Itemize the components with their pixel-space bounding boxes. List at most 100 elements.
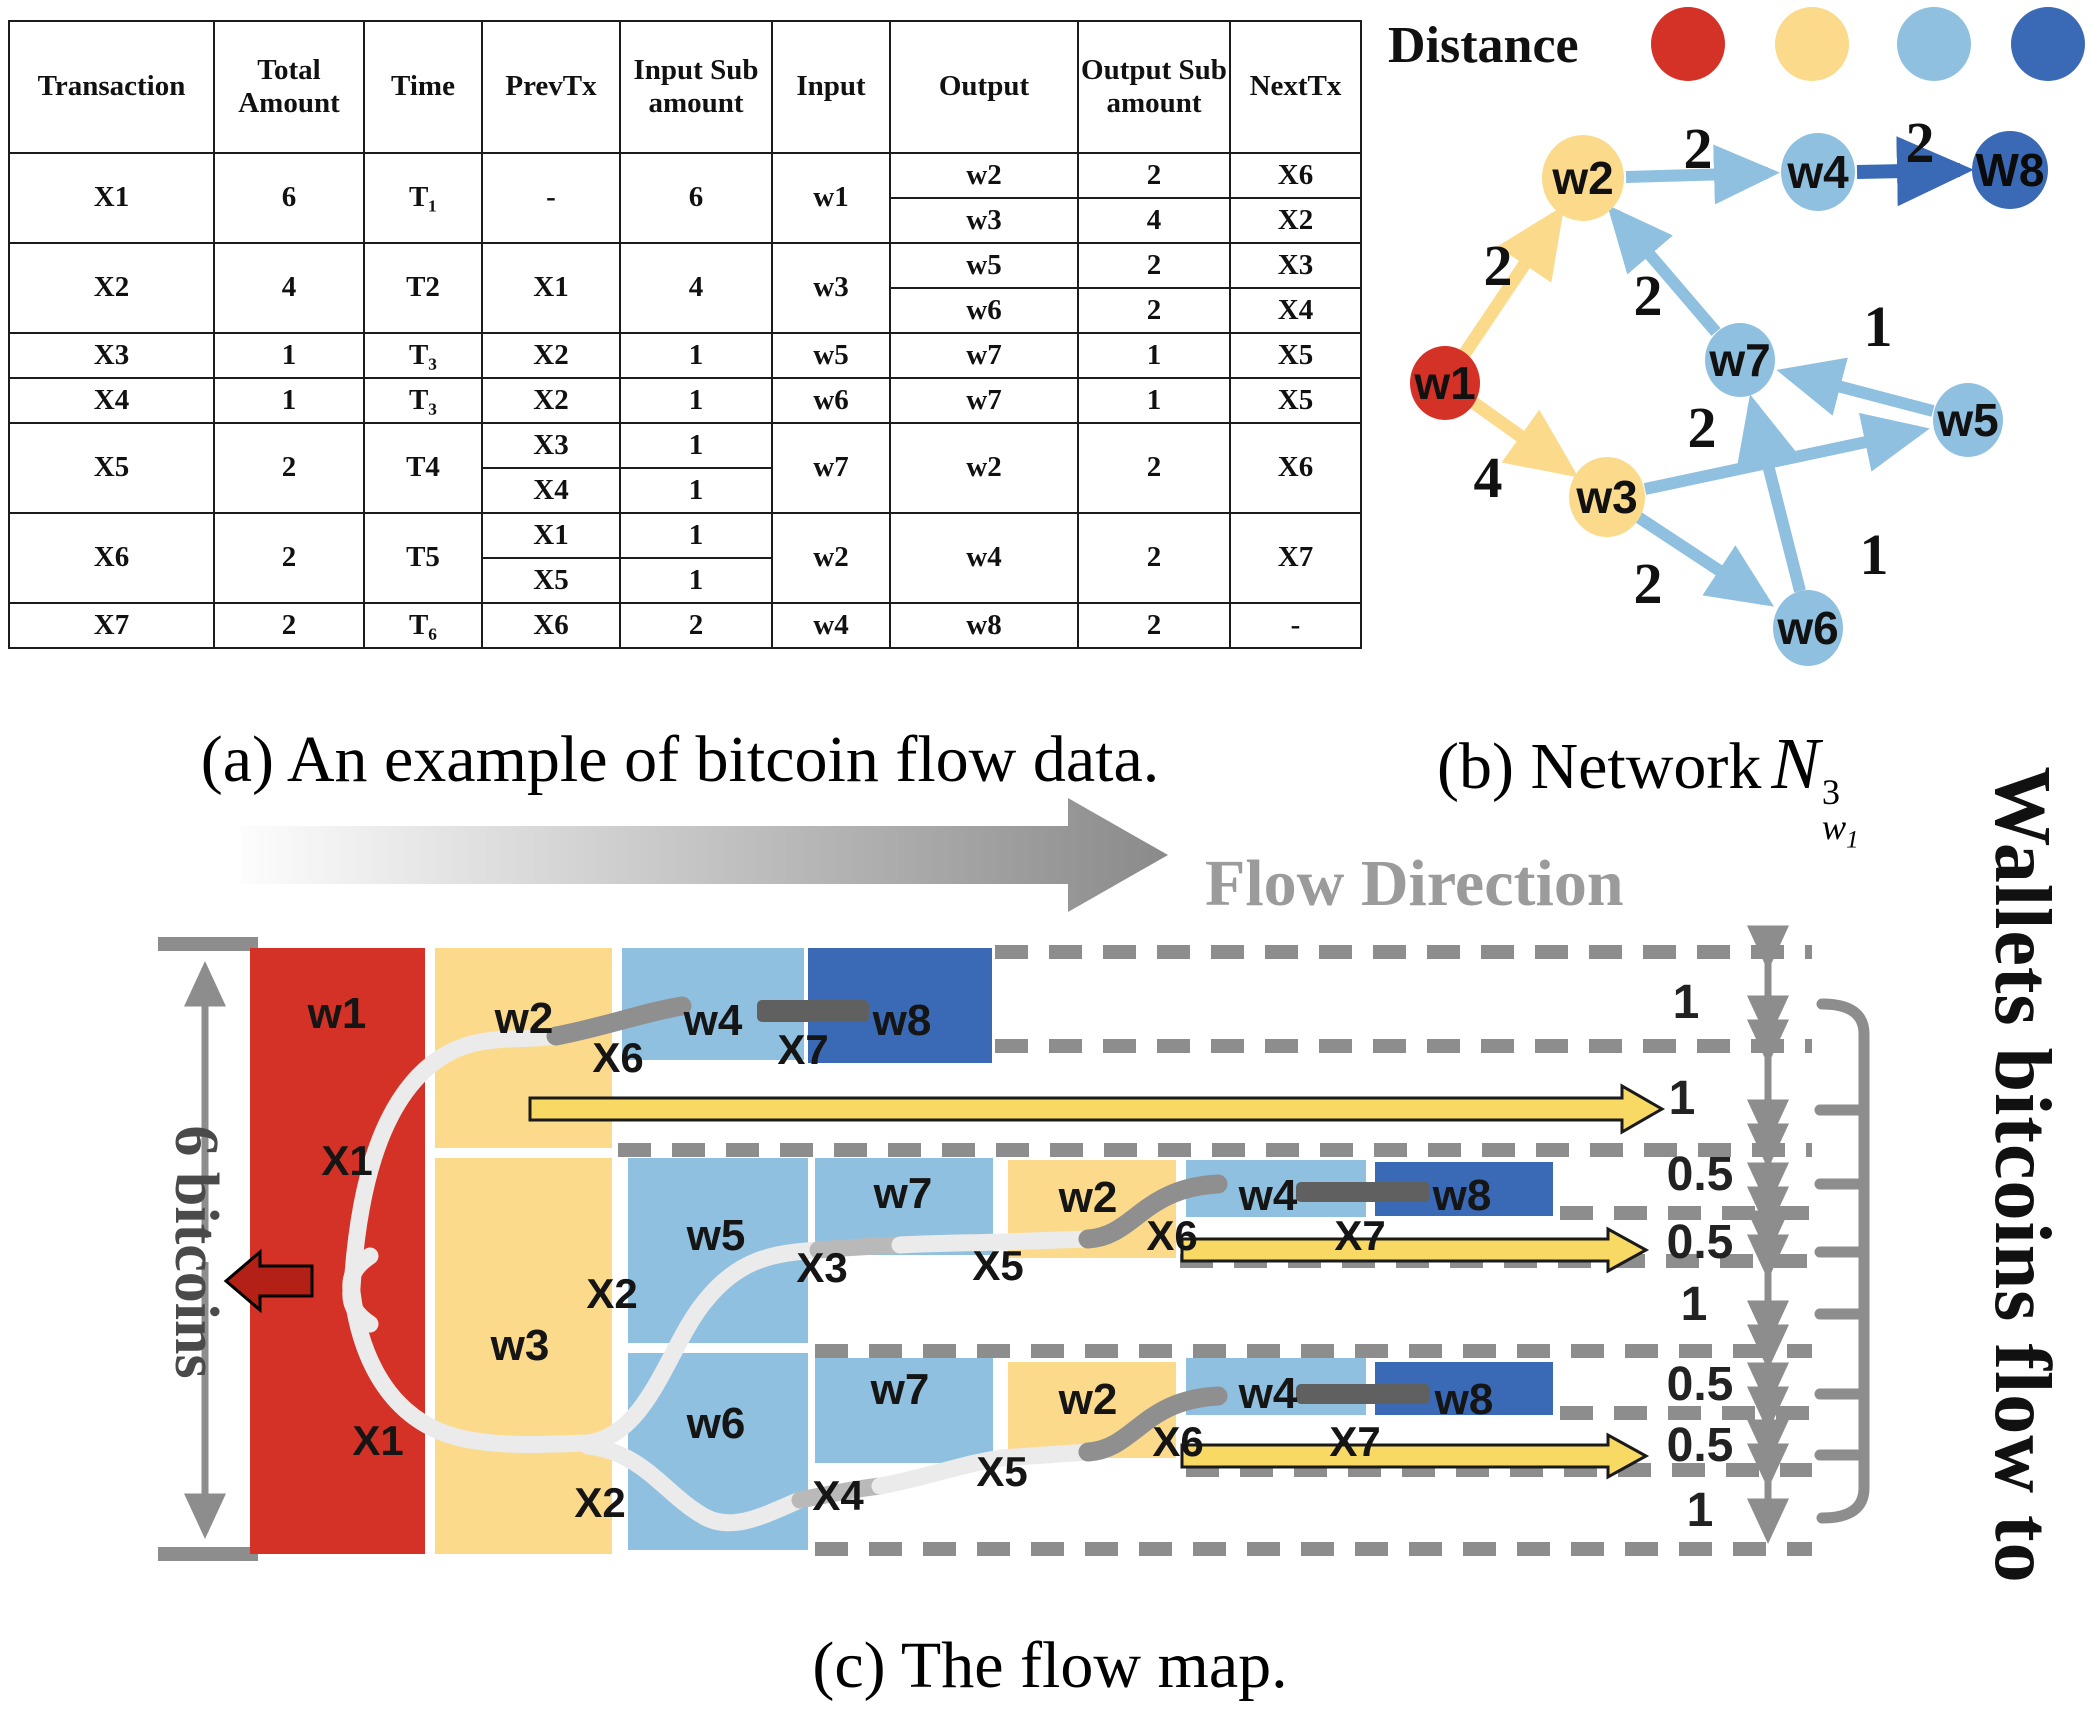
cell: w8 [889, 602, 1079, 649]
cell: X3 [481, 422, 621, 469]
cell: X2 [1229, 197, 1362, 244]
node-w1: w1 [1410, 346, 1480, 420]
cell: X5 [481, 557, 621, 604]
flow-label-w1: w1 [307, 989, 367, 1038]
cell: 2 [1077, 512, 1231, 604]
flow-tx-x7-top: X7 [777, 1026, 828, 1073]
flow-direction-label: Flow Direction [1205, 847, 1624, 920]
cell: 6 [619, 152, 773, 244]
flow-tx-x4: X4 [812, 1472, 864, 1519]
caption-b-subscript: w [1821, 806, 1847, 847]
table-row: X6 2 T5 X1 1 w2 w4 2 X7 [8, 512, 1362, 604]
river-x3-connector [809, 1236, 909, 1259]
col-header-total-amount: Total Amount [213, 20, 365, 154]
flow-tx-x6-top: X6 [592, 1034, 643, 1081]
river-x5-mid [891, 1230, 1097, 1254]
flow-label-w6: w6 [686, 1399, 746, 1448]
w1-outflow-arrow-icon [223, 1248, 314, 1314]
caption-b-network-symbol: N [1771, 723, 1820, 804]
table-row: X1 6 T₁ - 6 w1 w2 2 X6 [8, 152, 1362, 244]
flow-tx-x6-bot: X6 [1152, 1418, 1203, 1465]
node-w2: w2 [1542, 135, 1624, 221]
edge-w4-w8 [1856, 136, 1974, 207]
wallet-group-bracket [1814, 998, 1870, 1524]
col-header-output: Output [889, 20, 1079, 154]
node-w8: W8 [1972, 131, 2048, 209]
node-w6: w6 [1773, 590, 1843, 666]
flow-block-w8-bot [1375, 1362, 1553, 1415]
flow-value-3: 0.5 [1667, 1216, 1734, 1269]
flow-tx-x2-bot: X2 [574, 1479, 625, 1526]
cell: 2 [213, 602, 365, 649]
cell: X2 [481, 377, 621, 424]
flow-label-w4-bot: w4 [1238, 1369, 1298, 1418]
flow-tx-x2-mid: X2 [586, 1270, 637, 1317]
table-row: X7 2 T₆ X6 2 w4 w8 2 - [8, 602, 1362, 649]
edge-weight-w5-w7: 1 [1864, 294, 1893, 359]
flow-value-0: 1 [1673, 976, 1700, 1029]
wallets-flow-to-label: Wallets bitcoins flow to [1978, 766, 2066, 1583]
edge-weight-w3-w6: 2 [1634, 551, 1663, 616]
cell: X7 [8, 602, 215, 649]
bitcoin-flow-table: Transaction Total Amount Time PrevTx Inp… [8, 20, 1362, 649]
flow-value-4: 1 [1681, 1278, 1708, 1331]
legend-dot-distance-0 [1651, 7, 1725, 81]
cell: X2 [481, 332, 621, 379]
cell: 4 [1077, 197, 1231, 244]
river-x5-bot [871, 1443, 1097, 1495]
cell: 1 [619, 377, 773, 424]
cell: w1 [771, 152, 891, 244]
river-x4-connector [791, 1477, 889, 1509]
cell: X1 [8, 152, 215, 244]
cell: X7 [1229, 512, 1362, 604]
edge-weight-w6-w7: 1 [1860, 522, 1889, 587]
cell: 2 [619, 602, 773, 649]
cell: w5 [889, 242, 1079, 289]
flow-block-w7-mid [815, 1158, 993, 1255]
cell: 1 [213, 332, 365, 379]
flow-block-w4-top [622, 948, 804, 1060]
x7-connector-mid [1296, 1182, 1430, 1202]
network-diagram: Distance 2 4 2 2 2 1 2 2 1 w1 w2 w3 w4 W… [1388, 7, 2085, 666]
cell: T₃ [363, 377, 483, 424]
node-w5: w5 [1933, 383, 2003, 457]
table-row: X3 1 T₃ X2 1 w5 w7 1 X5 [8, 332, 1362, 379]
cell: X5 [8, 422, 215, 514]
cell: 1 [619, 332, 773, 379]
col-header-transaction: Transaction [8, 20, 215, 154]
cell: X6 [8, 512, 215, 604]
caption-panel-a: (a) An example of bitcoin flow data. [200, 723, 1160, 796]
cell: X6 [481, 602, 621, 649]
flow-block-w4-mid [1186, 1160, 1366, 1217]
flow-label-w3: w3 [490, 1321, 550, 1370]
cell: 4 [213, 242, 365, 334]
flow-value-1: 1 [1669, 1072, 1696, 1125]
caption-b-subscript-index: 1 [1846, 825, 1859, 854]
flow-label-w2-bot: w2 [1058, 1375, 1118, 1424]
x7-connector-top [757, 1000, 869, 1022]
river-x2-up [579, 1241, 827, 1452]
river-x6-mid-connector [1078, 1174, 1228, 1249]
edge-w6-w7 [1737, 394, 1806, 593]
table-row: X2 4 T2 X1 4 w3 w5 2 X3 [8, 242, 1362, 334]
flow-label-w4-top: w4 [683, 996, 743, 1045]
flow-block-w6 [628, 1353, 808, 1550]
table-row: X4 1 [9, 467, 1361, 514]
flow-label-w4-mid: w4 [1238, 1171, 1298, 1220]
flow-block-w4-bot [1186, 1358, 1366, 1415]
cell: X4 [1229, 287, 1362, 334]
cell: T₃ [363, 332, 483, 379]
river-x6-bot-connector [1078, 1386, 1228, 1462]
flow-block-w8-top [808, 948, 992, 1063]
flow-block-w7-bot [815, 1358, 993, 1463]
yellow-arrow-bot [1180, 1432, 1650, 1480]
flow-label-w7-mid: w7 [873, 1169, 933, 1218]
flow-tx-x1-bot: X1 [352, 1417, 403, 1464]
flow-label-w8-bot: w8 [1434, 1375, 1494, 1424]
cell: w7 [889, 332, 1079, 379]
cell: 1 [619, 512, 773, 559]
cell: 1 [619, 467, 773, 514]
table-row: X4 1 T₃ X2 1 w6 w7 1 X5 [8, 377, 1362, 424]
cell: 2 [1077, 242, 1231, 289]
cell: 4 [619, 242, 773, 334]
